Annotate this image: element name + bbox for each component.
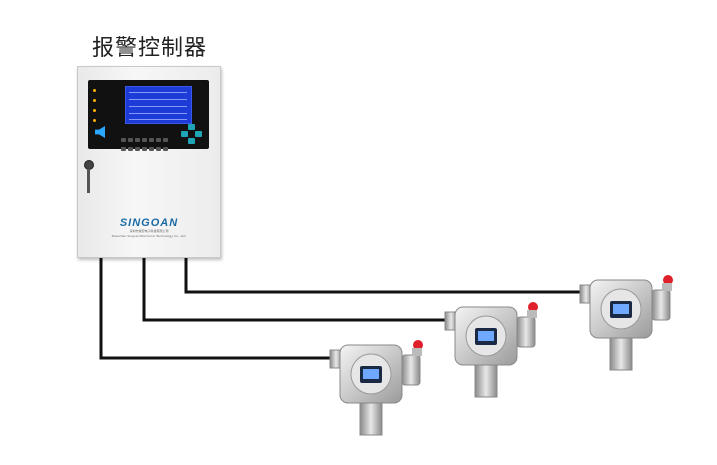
control-panel xyxy=(88,80,209,151)
lcd-line xyxy=(129,113,187,114)
beacon-icon xyxy=(663,275,673,285)
alarm-controller-cabinet: SINGOAN 深圳市信安电子科技有限公司 Shenzhen Singoan E… xyxy=(77,66,221,258)
key-button[interactable] xyxy=(142,147,147,151)
keypad-row xyxy=(121,136,170,155)
gas-detector-3 xyxy=(579,275,673,371)
arrow-left-icon[interactable] xyxy=(181,131,188,137)
gas-detector-1 xyxy=(329,340,423,436)
status-led xyxy=(93,118,98,123)
company-name-cn: 深圳市信安电子科技有限公司 xyxy=(129,229,169,233)
key-button[interactable] xyxy=(142,138,147,142)
key-button[interactable] xyxy=(121,147,126,151)
brand-logo: SINGOAN xyxy=(119,217,179,229)
navigation-pad[interactable] xyxy=(181,124,203,144)
key-button[interactable] xyxy=(149,147,154,151)
key-button[interactable] xyxy=(156,147,161,151)
status-led xyxy=(93,108,98,113)
key-button[interactable] xyxy=(128,138,133,142)
status-led xyxy=(93,88,98,93)
key-button[interactable] xyxy=(135,147,140,151)
page-title: 报警控制器 xyxy=(92,36,208,61)
keypad-row xyxy=(121,127,170,146)
company-name-en: Shenzhen Singoan Electronic Technology C… xyxy=(111,234,187,238)
key-button[interactable] xyxy=(163,147,168,151)
lcd-line xyxy=(129,92,187,93)
key-button[interactable] xyxy=(128,147,133,151)
arrow-right-icon[interactable] xyxy=(195,131,202,137)
gas-detector-2 xyxy=(444,302,538,398)
cable-1 xyxy=(99,258,335,360)
key-button[interactable] xyxy=(156,138,161,142)
arrow-down-icon[interactable] xyxy=(188,138,195,144)
key-icon xyxy=(87,169,90,193)
cable-3 xyxy=(184,258,585,294)
lcd-line xyxy=(129,106,187,107)
status-led xyxy=(93,98,98,103)
lcd-line xyxy=(129,119,187,120)
key-button[interactable] xyxy=(121,138,126,142)
lcd-line xyxy=(129,99,187,100)
key-button[interactable] xyxy=(135,138,140,142)
beacon-icon xyxy=(413,340,423,350)
speaker-icon xyxy=(95,126,105,138)
key-button[interactable] xyxy=(149,138,154,142)
beacon-icon xyxy=(528,302,538,312)
lcd-screen xyxy=(125,86,192,124)
key-button[interactable] xyxy=(163,138,168,142)
cable-2 xyxy=(142,258,450,322)
arrow-up-icon[interactable] xyxy=(188,124,195,130)
